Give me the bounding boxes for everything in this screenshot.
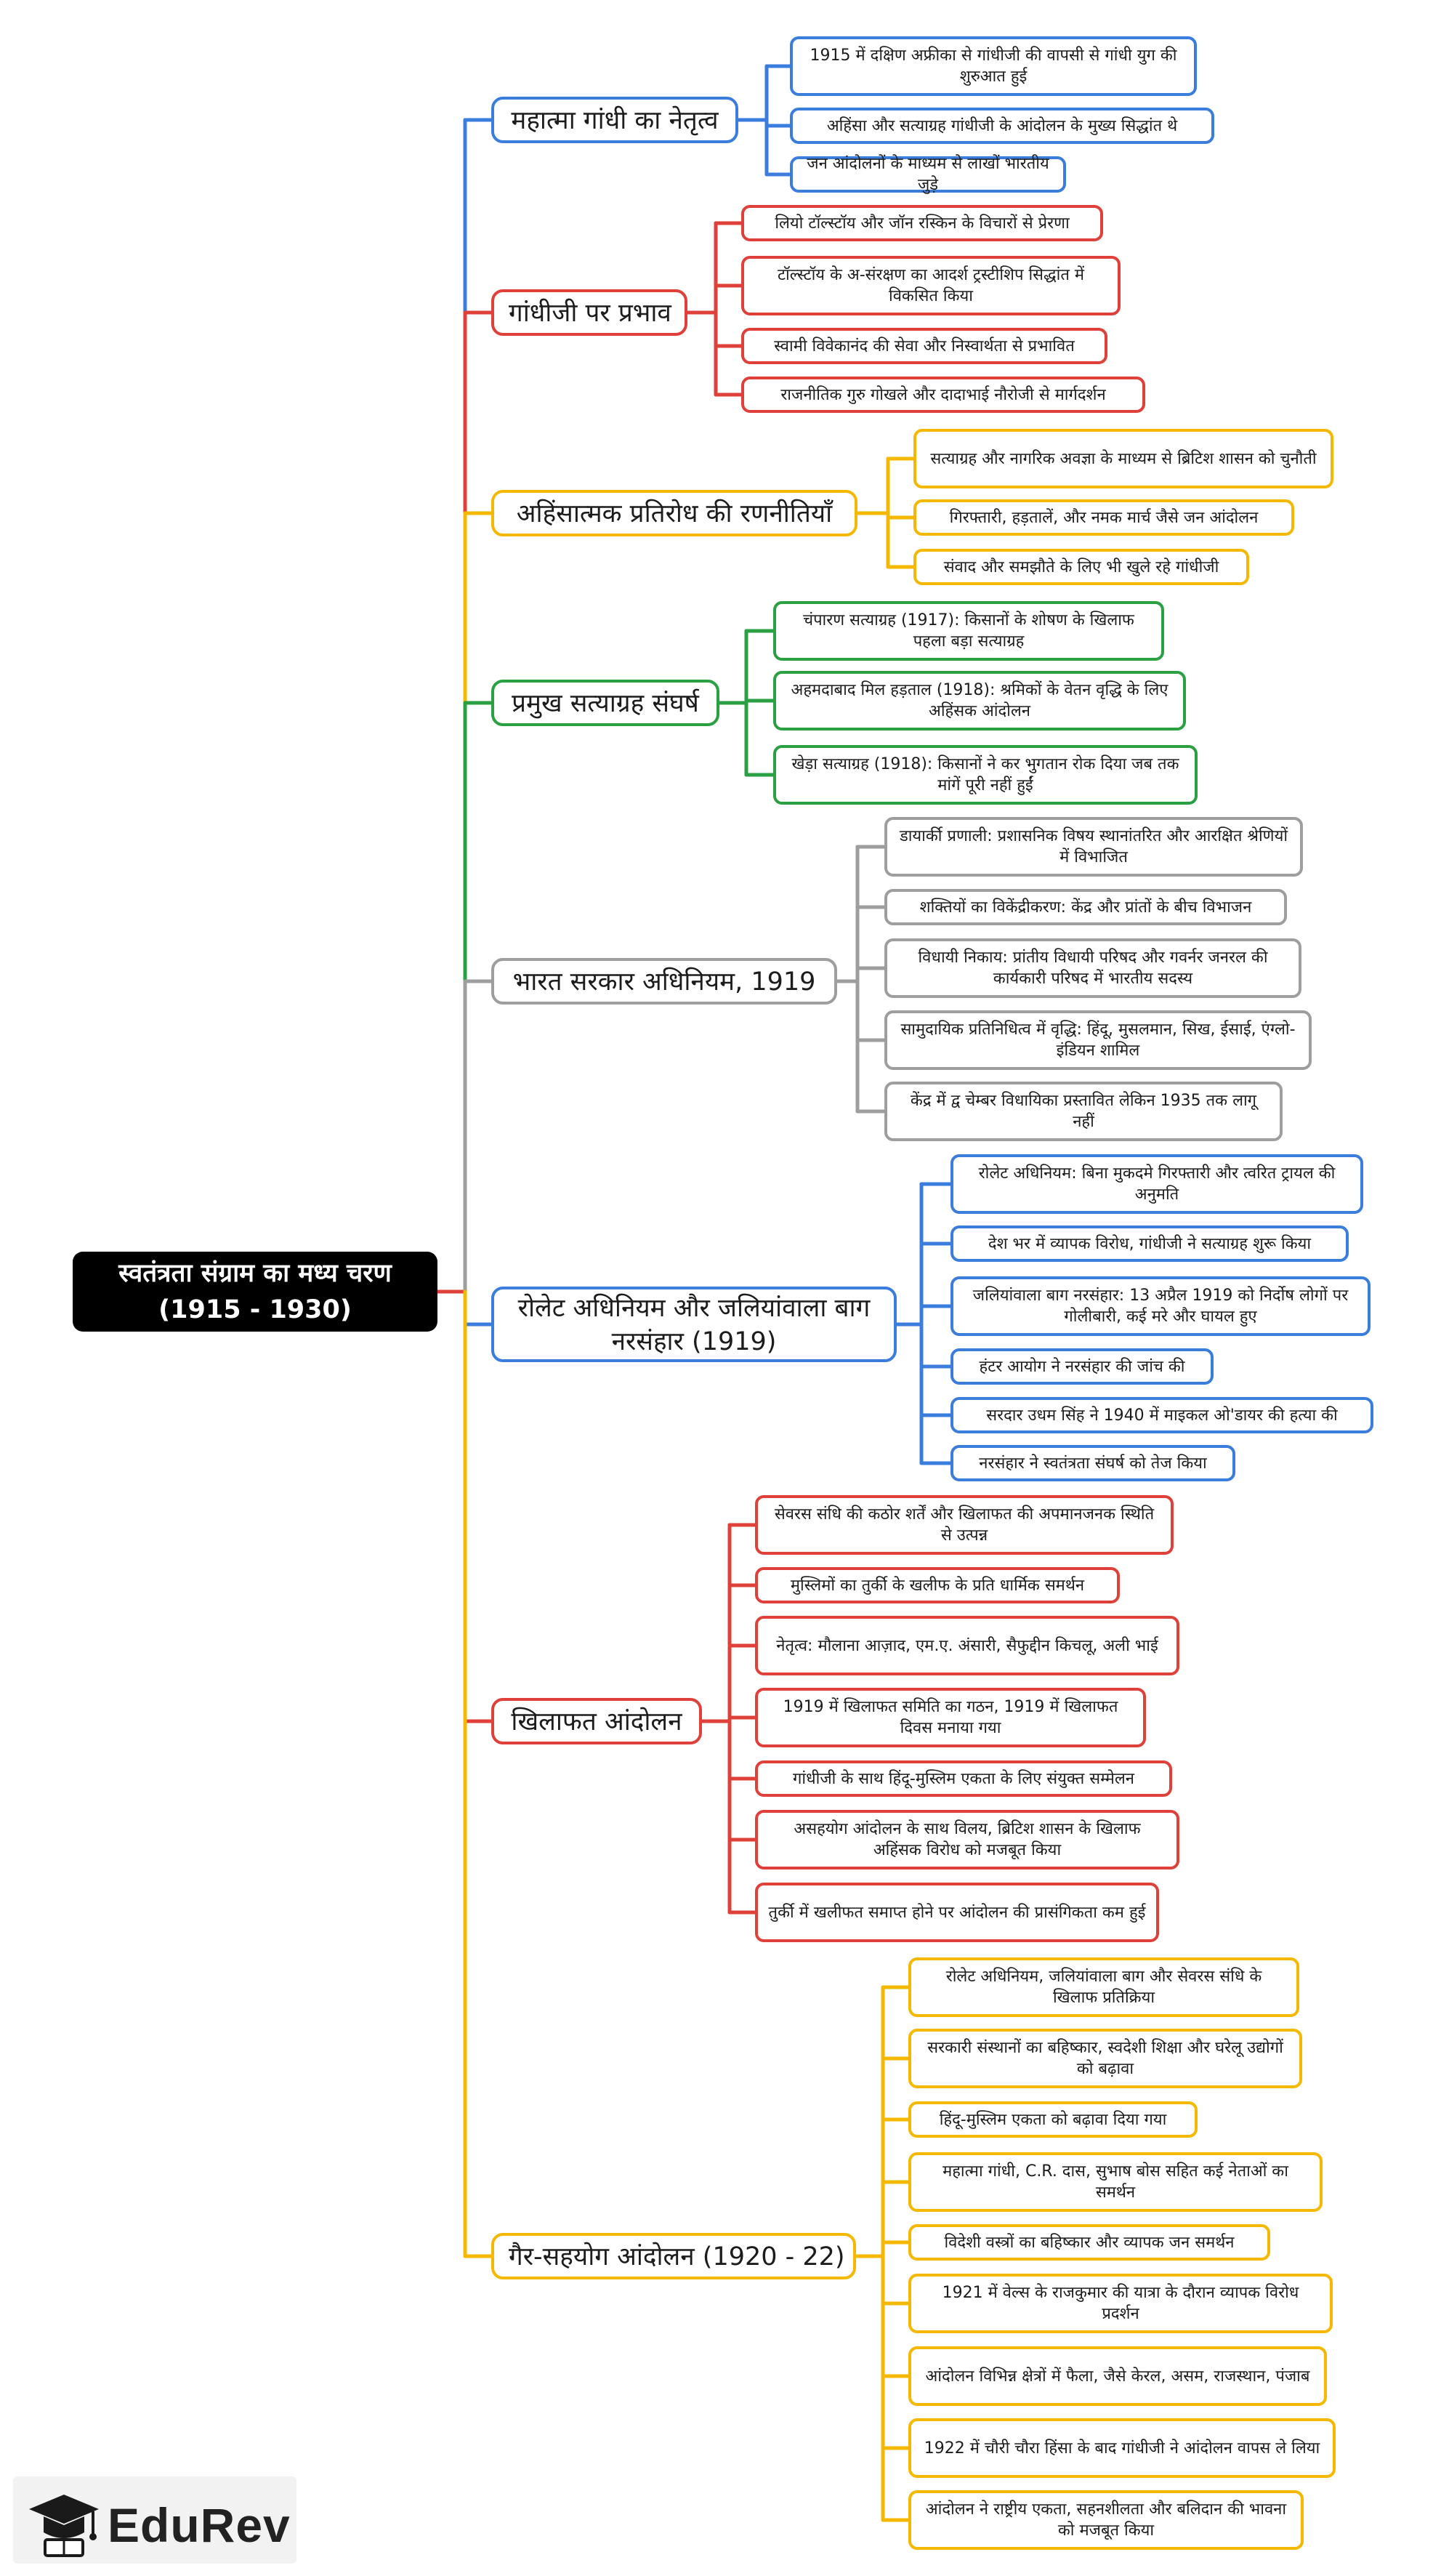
leaf-node[interactable]: अहिंसा और सत्याग्रह गांधीजी के आंदोलन के… — [790, 108, 1214, 144]
leaf-node[interactable]: असहयोग आंदोलन के साथ विलय, ब्रिटिश शासन … — [755, 1810, 1179, 1869]
leaf-node[interactable]: नरसंहार ने स्वतंत्रता संघर्ष को तेज किया — [950, 1445, 1235, 1481]
leaf-node[interactable]: हिंदू-मुस्लिम एकता को बढ़ावा दिया गया — [908, 2101, 1198, 2138]
leaf-node[interactable]: गिरफ्तारी, हड़तालें, और नमक मार्च जैसे ज… — [913, 499, 1294, 536]
branch-node[interactable]: अहिंसात्मक प्रतिरोध की रणनीतियाँ — [491, 490, 857, 536]
leaf-node[interactable]: आंदोलन ने राष्ट्रीय एकता, सहनशीलता और बल… — [908, 2490, 1304, 2550]
branch-node[interactable]: गैर-सहयोग आंदोलन (1920 - 22) — [491, 2233, 856, 2279]
leaf-node[interactable]: सत्याग्रह और नागरिक अवज्ञा के माध्यम से … — [913, 429, 1333, 488]
leaf-node[interactable]: राजनीतिक गुरु गोखले और दादाभाई नौरोजी से… — [741, 377, 1145, 413]
leaf-node[interactable]: 1921 में वेल्स के राजकुमार की यात्रा के … — [908, 2274, 1333, 2333]
leaf-node[interactable]: हंटर आयोग ने नरसंहार की जांच की — [950, 1348, 1214, 1385]
leaf-node[interactable]: संवाद और समझौते के लिए भी खुले रहे गांधी… — [913, 549, 1249, 585]
leaf-node[interactable]: जलियांवाला बाग नरसंहार: 13 अप्रैल 1919 क… — [950, 1276, 1371, 1336]
root-topic: स्वतंत्रता संग्राम का मध्य चरण (1915 - 1… — [73, 1252, 437, 1332]
leaf-node[interactable]: तुर्की में खलीफत समाप्त होने पर आंदोलन क… — [755, 1883, 1159, 1942]
leaf-node[interactable]: मुस्लिमों का तुर्की के खलीफ के प्रति धार… — [755, 1567, 1120, 1603]
leaf-node[interactable]: आंदोलन विभिन्न क्षेत्रों में फैला, जैसे … — [908, 2346, 1327, 2406]
root-subtitle: (1915 - 1930) — [158, 1295, 352, 1324]
leaf-node[interactable]: डायार्की प्रणाली: प्रशासनिक विषय स्थानां… — [884, 817, 1303, 877]
leaf-node[interactable]: टॉल्स्टॉय के अ-संरक्षण का आदर्श ट्रस्टीश… — [741, 256, 1121, 315]
leaf-node[interactable]: जन आंदोलनों के माध्यम से लाखों भारतीय जु… — [790, 155, 1066, 194]
logo-text: EduRev — [108, 2498, 291, 2552]
leaf-node[interactable]: सरकारी संस्थानों का बहिष्कार, स्वदेशी शि… — [908, 2029, 1302, 2088]
leaf-node[interactable]: विधायी निकाय: प्रांतीय विधायी परिषद और ग… — [884, 938, 1301, 998]
leaf-node[interactable]: चंपारण सत्याग्रह (1917): किसानों के शोषण… — [773, 601, 1164, 661]
leaf-node[interactable]: गांधीजी के साथ हिंदू-मुस्लिम एकता के लिए… — [755, 1760, 1172, 1797]
leaf-node[interactable]: महात्मा गांधी, C.R. दास, सुभाष बोस सहित … — [908, 2152, 1323, 2212]
branch-node[interactable]: रोलेट अधिनियम और जलियांवाला बाग नरसंहार … — [491, 1287, 897, 1362]
leaf-node[interactable]: सेवरस संधि की कठोर शर्तें और खिलाफत की अ… — [755, 1495, 1174, 1555]
leaf-node[interactable]: रोलेट अधिनियम, जलियांवाला बाग और सेवरस स… — [908, 1957, 1299, 2017]
leaf-node[interactable]: शक्तियों का विकेंद्रीकरण: केंद्र और प्रा… — [884, 889, 1287, 925]
leaf-node[interactable]: लियो टॉल्स्टॉय और जॉन रस्किन के विचारों … — [741, 205, 1103, 241]
leaf-node[interactable]: 1915 में दक्षिण अफ्रीका से गांधीजी की वा… — [790, 36, 1197, 96]
leaf-node[interactable]: सामुदायिक प्रतिनिधित्व में वृद्धि: हिंदू… — [884, 1010, 1312, 1070]
branch-node[interactable]: गांधीजी पर प्रभाव — [491, 289, 687, 336]
root-title: स्वतंत्रता संग्राम का मध्य चरण — [118, 1259, 392, 1288]
leaf-node[interactable]: केंद्र में द्व चेम्बर विधायिका प्रस्तावि… — [884, 1082, 1283, 1141]
leaf-node[interactable]: खेड़ा सत्याग्रह (1918): किसानों ने कर भु… — [773, 745, 1198, 805]
leaf-node[interactable]: अहमदाबाद मिल हड़ताल (1918): श्रमिकों के … — [773, 671, 1186, 730]
leaf-node[interactable]: 1922 में चौरी चौरा हिंसा के बाद गांधीजी … — [908, 2418, 1336, 2478]
branch-node[interactable]: प्रमुख सत्याग्रह संघर्ष — [491, 680, 719, 726]
leaf-node[interactable]: सरदार उधम सिंह ने 1940 में माइकल ओ'डायर … — [950, 1397, 1373, 1433]
leaf-node[interactable]: नेतृत्व: मौलाना आज़ाद, एम.ए. अंसारी, सैफ… — [755, 1616, 1179, 1675]
branch-node[interactable]: महात्मा गांधी का नेतृत्व — [491, 97, 738, 143]
branch-node[interactable]: खिलाफत आंदोलन — [491, 1698, 702, 1744]
branch-node[interactable]: भारत सरकार अधिनियम, 1919 — [491, 958, 837, 1005]
leaf-node[interactable]: रोलेट अधिनियम: बिना मुकदमे गिरफ्तारी और … — [950, 1154, 1363, 1214]
graduation-cap-icon — [29, 2495, 99, 2557]
leaf-node[interactable]: 1919 में खिलाफत समिति का गठन, 1919 में ख… — [755, 1688, 1146, 1747]
leaf-node[interactable]: विदेशी वस्त्रों का बहिष्कार और व्यापक जन… — [908, 2224, 1270, 2261]
leaf-node[interactable]: स्वामी विवेकानंद की सेवा और निस्वार्थता … — [741, 328, 1107, 364]
leaf-node[interactable]: देश भर में व्यापक विरोध, गांधीजी ने सत्य… — [950, 1225, 1349, 1262]
